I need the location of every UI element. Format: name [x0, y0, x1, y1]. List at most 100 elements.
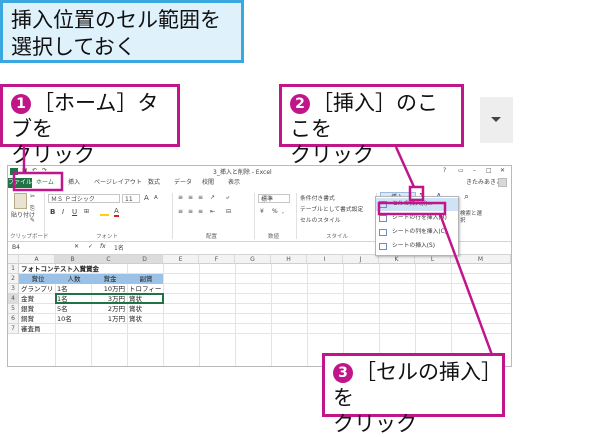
- avatar[interactable]: [498, 178, 507, 187]
- binoculars-icon[interactable]: ⌕: [464, 192, 470, 202]
- row-header[interactable]: 3: [8, 284, 19, 294]
- cell-d3[interactable]: トロフィー: [129, 285, 162, 293]
- cell-d4[interactable]: 賞状: [129, 295, 142, 303]
- cell-a2[interactable]: 賞位: [31, 275, 45, 283]
- bold-button[interactable]: B: [50, 208, 56, 216]
- align-top-icon[interactable]: ≡: [178, 194, 184, 201]
- row-header[interactable]: 6: [8, 314, 19, 324]
- font-shrink-button[interactable]: A: [154, 195, 158, 201]
- table-format-button[interactable]: テーブルとして書式設定: [300, 207, 364, 213]
- merge-center-icon[interactable]: ⊟: [226, 208, 232, 215]
- column-header[interactable]: K: [379, 255, 415, 264]
- copy-icon[interactable]: ⎘: [30, 205, 35, 212]
- select-all-corner[interactable]: [8, 255, 19, 264]
- cell-c6[interactable]: 1万円: [107, 315, 125, 323]
- conditional-format-button[interactable]: 条件付き書式: [300, 196, 335, 202]
- orientation-icon[interactable]: ↗: [210, 194, 216, 201]
- row-header[interactable]: 2: [8, 274, 19, 284]
- cell-c4[interactable]: 3万円: [107, 295, 125, 303]
- menu-item-insert-rows[interactable]: シートの行を挿入(R): [376, 212, 458, 225]
- font-size-select[interactable]: 11: [122, 194, 140, 203]
- minimize-icon[interactable]: –: [473, 167, 476, 174]
- fx-button[interactable]: fx: [100, 243, 106, 250]
- font-grow-button[interactable]: A: [144, 194, 149, 202]
- cell-a7[interactable]: 審査員: [21, 325, 41, 333]
- cell-d2[interactable]: 副賞: [139, 275, 153, 283]
- cell-d6[interactable]: 賞状: [129, 315, 142, 323]
- tab-page-layout[interactable]: ページレイアウト: [94, 179, 142, 186]
- ribbon-options-icon[interactable]: ▭: [458, 167, 464, 174]
- align-bottom-icon[interactable]: ≡: [198, 194, 204, 201]
- cancel-icon[interactable]: ✕: [74, 243, 80, 250]
- cell-style-button[interactable]: セルのスタイル: [300, 218, 341, 224]
- redo-icon[interactable]: ↷: [42, 167, 48, 174]
- indent-icon[interactable]: ⇤: [210, 208, 216, 215]
- row-header[interactable]: 1: [8, 264, 19, 274]
- cell-b4[interactable]: 1名: [57, 295, 68, 303]
- column-header[interactable]: D: [127, 255, 163, 264]
- row-header[interactable]: 7: [8, 324, 19, 334]
- find-select-button[interactable]: 検索と選択: [460, 211, 483, 224]
- ribbon-display-toggle[interactable]: [480, 97, 513, 143]
- percent-button[interactable]: %: [272, 208, 278, 215]
- align-left-icon[interactable]: ≡: [178, 208, 184, 215]
- undo-icon[interactable]: ↶: [32, 167, 38, 174]
- cell-b3[interactable]: 1名: [57, 285, 68, 293]
- menu-item-insert-sheet[interactable]: シートの挿入(S): [376, 240, 458, 253]
- font-name-select[interactable]: ＭＳ Ｐゴシック: [48, 194, 120, 203]
- number-format-select[interactable]: 標準: [258, 194, 290, 203]
- cell-b5[interactable]: 5名: [57, 305, 68, 313]
- align-middle-icon[interactable]: ≡: [188, 194, 194, 201]
- cell-a5[interactable]: 銀賞: [21, 305, 34, 313]
- font-color-icon[interactable]: A: [114, 207, 119, 217]
- tab-home[interactable]: ホーム: [36, 179, 54, 186]
- paste-button[interactable]: 貼り付け: [11, 212, 36, 219]
- cell-a4[interactable]: 金賞: [21, 295, 34, 303]
- column-header[interactable]: E: [163, 255, 199, 264]
- user-name[interactable]: きたみあきこ: [466, 179, 503, 186]
- cell-a1[interactable]: フォトコンテスト入賞賞金: [21, 265, 99, 273]
- cell-c3[interactable]: 10万円: [103, 285, 125, 293]
- tab-file[interactable]: ファイル: [8, 178, 33, 188]
- cell-c5[interactable]: 2万円: [107, 305, 125, 313]
- tab-review[interactable]: 校閲: [202, 179, 215, 186]
- maximize-icon[interactable]: □: [486, 167, 492, 174]
- italic-button[interactable]: I: [62, 208, 65, 216]
- column-header[interactable]: C: [91, 255, 127, 264]
- cell-c2[interactable]: 賞金: [103, 275, 117, 283]
- cell-b6[interactable]: 10名: [57, 315, 72, 323]
- column-header[interactable]: H: [271, 255, 307, 264]
- selection-range[interactable]: [55, 293, 164, 304]
- column-header[interactable]: G: [235, 255, 271, 264]
- align-right-icon[interactable]: ≡: [198, 208, 204, 215]
- comma-icon[interactable]: ,: [282, 208, 284, 215]
- row-header[interactable]: 4: [8, 294, 19, 304]
- name-box[interactable]: B4: [12, 244, 20, 251]
- cell-d5[interactable]: 賞状: [129, 305, 142, 313]
- currency-icon[interactable]: ¥: [260, 208, 264, 215]
- cut-icon[interactable]: ✂: [30, 193, 36, 200]
- column-header[interactable]: F: [199, 255, 235, 264]
- column-header[interactable]: A: [19, 255, 55, 264]
- enter-icon[interactable]: ✓: [88, 243, 94, 250]
- tab-insert[interactable]: 挿入: [68, 179, 81, 186]
- column-header[interactable]: J: [343, 255, 379, 264]
- tab-view[interactable]: 表示: [228, 179, 241, 186]
- fill-color-icon[interactable]: [100, 209, 109, 216]
- format-painter-icon[interactable]: ✎: [30, 217, 36, 224]
- border-icon[interactable]: ⊞: [84, 208, 90, 215]
- cell-a6[interactable]: 銅賞: [21, 315, 34, 323]
- menu-item-insert-columns[interactable]: シートの列を挿入(C): [376, 226, 458, 239]
- column-header[interactable]: B: [55, 255, 91, 264]
- cell-b2[interactable]: 人数: [67, 275, 81, 283]
- wrap-text-icon[interactable]: ⤶: [226, 194, 230, 201]
- row-header[interactable]: 5: [8, 304, 19, 314]
- formula-input[interactable]: 1名: [114, 245, 124, 252]
- underline-button[interactable]: U: [72, 208, 78, 216]
- help-button[interactable]: ?: [443, 167, 447, 174]
- tab-data[interactable]: データ: [174, 179, 193, 186]
- column-header[interactable]: I: [307, 255, 343, 264]
- align-center-icon[interactable]: ≡: [188, 208, 194, 215]
- column-header[interactable]: L: [415, 255, 451, 264]
- tab-formulas[interactable]: 数式: [148, 179, 161, 186]
